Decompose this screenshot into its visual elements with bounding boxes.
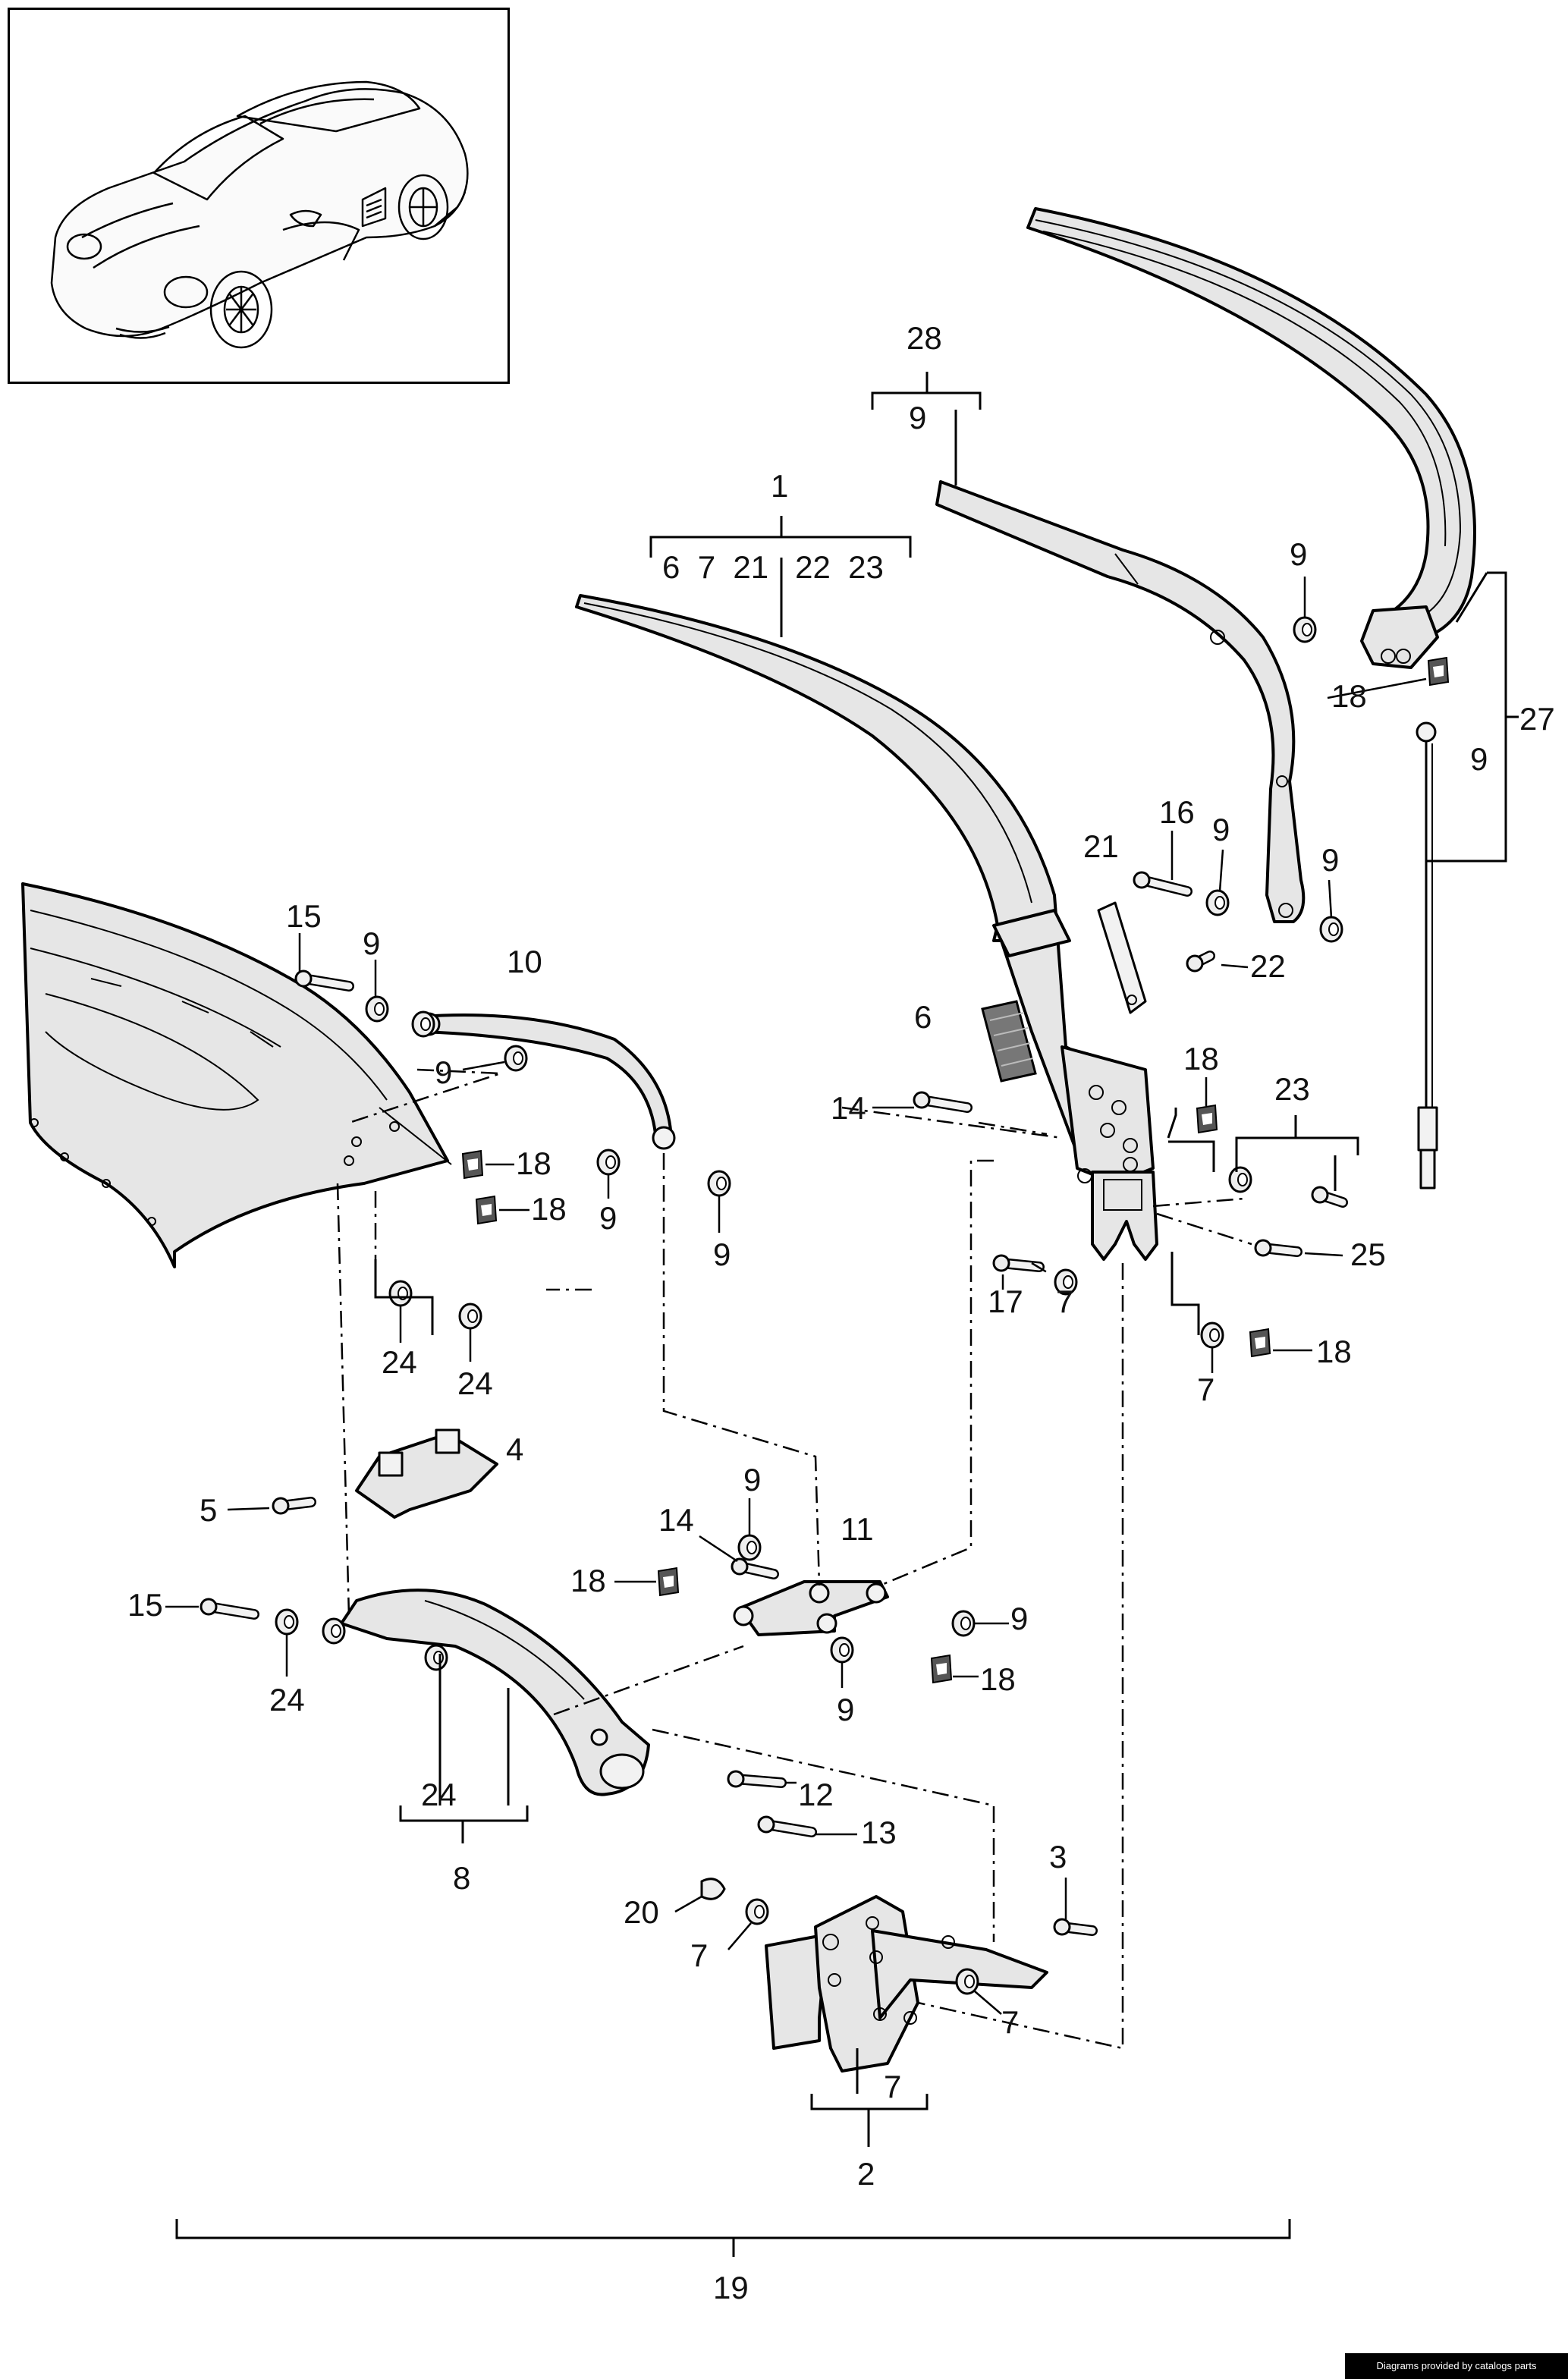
callout-9-c: 9 xyxy=(1321,842,1339,878)
part-28-front-bow-arm xyxy=(935,480,1306,923)
hardware-fasteners xyxy=(165,577,1450,2015)
part-11-link xyxy=(733,1580,889,1636)
callout-9-g: 9 xyxy=(713,1237,731,1272)
callout-15-a: 15 xyxy=(286,898,322,934)
callout-24-c: 24 xyxy=(269,1682,305,1717)
callout-9-f: 9 xyxy=(599,1200,617,1236)
part-8-main-pillar-arm xyxy=(340,1589,650,1796)
callout-18-a: 18 xyxy=(1331,678,1367,714)
circlip-20 xyxy=(700,1878,726,1900)
part-6-felt-pad xyxy=(981,1000,1037,1083)
diagram-credit: Diagrams provided by catalogs parts xyxy=(1345,2353,1568,2379)
callout-8: 8 xyxy=(453,1860,470,1896)
callout-9-e: 9 xyxy=(435,1054,452,1090)
callout-4: 4 xyxy=(506,1431,523,1467)
callout-24-a: 24 xyxy=(382,1344,417,1380)
callout-25: 25 xyxy=(1350,1237,1386,1272)
callout-19: 19 xyxy=(713,2270,749,2305)
callout-7-e: 7 xyxy=(884,2069,901,2104)
callout-5: 5 xyxy=(200,1492,217,1528)
leader-lines xyxy=(175,372,1519,2257)
callout-14-b: 14 xyxy=(658,1502,694,1538)
callout-9-j: 9 xyxy=(837,1692,854,1727)
callout-27-sub: 9 xyxy=(1470,741,1488,777)
callout-7-a: 7 xyxy=(1056,1284,1073,1319)
part-10-rear-bow xyxy=(416,1012,676,1150)
callout-9-h: 9 xyxy=(743,1462,761,1497)
callout-21: 21 xyxy=(1083,828,1119,864)
callout-18-b: 18 xyxy=(1183,1041,1219,1076)
callout-18-f: 18 xyxy=(570,1563,606,1598)
callout-7-d: 7 xyxy=(1001,2004,1019,2040)
callout-16: 16 xyxy=(1159,794,1195,830)
callout-18-g: 18 xyxy=(980,1661,1016,1697)
callout-9-i: 9 xyxy=(1010,1601,1028,1636)
callout-20: 20 xyxy=(624,1894,659,1930)
part-27-roof-frame-rail xyxy=(1026,207,1476,669)
callout-18-e: 18 xyxy=(531,1191,567,1227)
callout-2: 2 xyxy=(857,2156,875,2192)
car-roadster-icon xyxy=(50,80,469,349)
callout-13: 13 xyxy=(861,1815,897,1850)
callout-7-b: 7 xyxy=(1197,1372,1214,1407)
callout-23: 23 xyxy=(1274,1071,1310,1107)
callout-18-c: 18 xyxy=(1316,1334,1352,1369)
callout-10: 10 xyxy=(507,944,542,979)
callout-6: 6 xyxy=(914,999,932,1035)
callout-24-b: 24 xyxy=(457,1365,493,1401)
callout-labels: 1 6 7 21 22 23 28 9 27 9 9 18 16 9 9 21 … xyxy=(127,320,1555,2305)
part-9-tension-cable xyxy=(1416,721,1438,1190)
callout-15-b: 15 xyxy=(127,1587,163,1623)
callout-11: 11 xyxy=(841,1511,874,1547)
callout-17: 17 xyxy=(988,1284,1023,1319)
part-4-bracket xyxy=(355,1428,498,1519)
callout-28-sub: 9 xyxy=(909,400,926,435)
part-1-main-bow xyxy=(575,594,1158,1261)
callout-28: 28 xyxy=(907,320,942,356)
callout-3: 3 xyxy=(1049,1839,1067,1875)
callout-7-c: 7 xyxy=(690,1937,708,1973)
callout-12: 12 xyxy=(798,1777,834,1812)
vehicle-thumbnail-frame xyxy=(8,8,510,384)
part-2-hinge-base xyxy=(765,1895,1048,2073)
rear-deck-panel xyxy=(21,882,452,1268)
assembly-dash-lines xyxy=(336,1068,1252,2050)
callout-27: 27 xyxy=(1519,701,1555,737)
callout-1-subparts: 6 7 21 22 23 xyxy=(662,549,884,585)
callout-9-b: 9 xyxy=(1212,812,1230,847)
callout-14-a: 14 xyxy=(831,1090,866,1126)
callout-9-a: 9 xyxy=(1290,536,1307,572)
part-21-trim-strip xyxy=(1097,901,1147,1014)
callout-1: 1 xyxy=(771,468,788,504)
callout-18-d: 18 xyxy=(516,1146,551,1181)
callout-22: 22 xyxy=(1250,948,1286,984)
callout-9-d: 9 xyxy=(363,926,380,961)
callout-24-d: 24 xyxy=(421,1777,457,1812)
